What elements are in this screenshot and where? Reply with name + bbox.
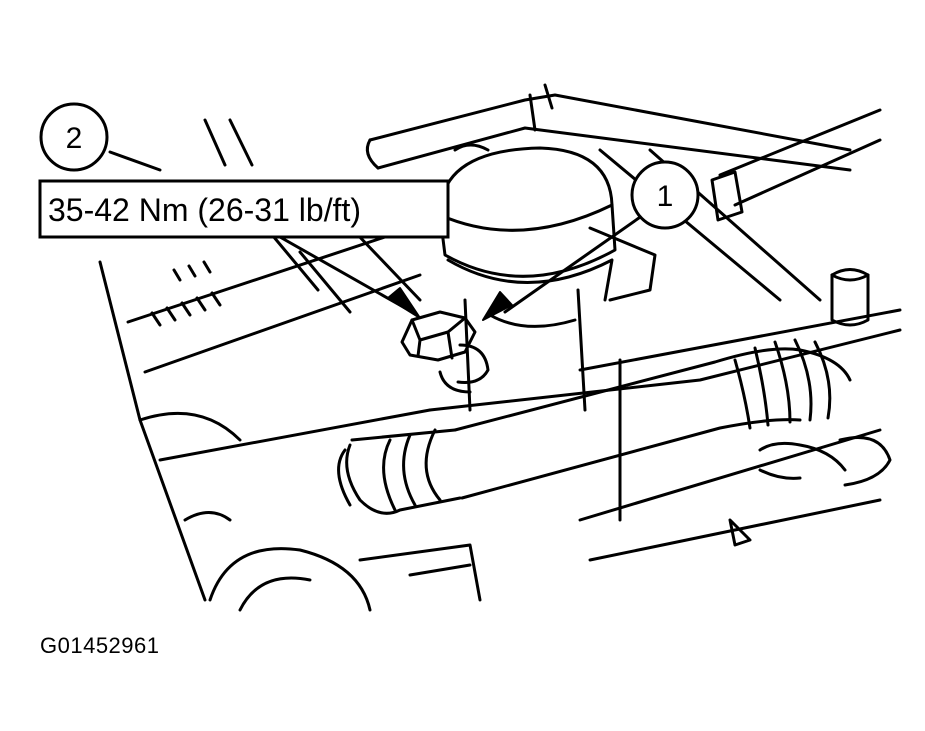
lower-left-structure <box>138 411 482 612</box>
callout-2-label: 2 <box>66 122 83 155</box>
arrow-head-item-1 <box>482 291 513 321</box>
lower-right-pipe <box>758 268 892 487</box>
component-body <box>428 288 902 562</box>
torque-spec-text: 35-42 Nm (26-31 lb/ft) <box>48 192 361 228</box>
torque-spec-box: 35-42 Nm (26-31 lb/ft) <box>38 179 450 239</box>
callout-leaders <box>108 150 648 314</box>
figure-id: G01452961 <box>40 633 160 658</box>
callout-2: 2 <box>39 102 109 172</box>
arrow-head-torque <box>387 287 421 319</box>
engine-structure-lines <box>98 118 432 602</box>
callout-1: 1 <box>630 160 700 230</box>
callout-1-circle <box>630 160 700 230</box>
upper-rail <box>365 83 882 302</box>
hose <box>337 338 852 515</box>
callout-1-label: 1 <box>657 180 674 213</box>
hex-fitting <box>400 310 490 394</box>
callout-2-circle <box>39 102 109 172</box>
arrow-heads <box>387 287 513 321</box>
torque-spec-frame <box>38 179 450 239</box>
